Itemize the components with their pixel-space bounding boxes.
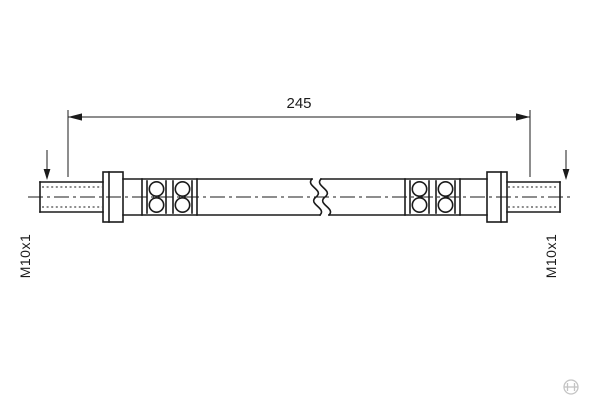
crimp-ring — [437, 197, 454, 214]
crimp-ring — [148, 197, 165, 214]
dimension-245: 245 — [67, 95, 531, 177]
dimension-arrow-left — [68, 113, 82, 121]
left-collar — [102, 171, 124, 223]
hose-break-symbol — [309, 177, 332, 217]
right-threaded-fitting — [506, 181, 561, 213]
thread-label-right: M10x1 — [543, 234, 559, 279]
crimp-ring — [437, 181, 454, 198]
crimp-ring — [174, 197, 191, 214]
crimp-ring — [174, 181, 191, 198]
pointer-arrow-right — [562, 150, 570, 180]
break-squiggle-left — [309, 177, 323, 217]
pointer-arrow-right-head — [562, 169, 570, 180]
thread-label-left: M10x1 — [17, 234, 33, 279]
right-collar — [486, 171, 508, 223]
circle-armature-icon — [563, 379, 579, 395]
left-crimp-sleeve — [141, 178, 198, 216]
pointer-arrow-left-head — [43, 169, 51, 180]
right-collar-body — [486, 171, 508, 223]
break-squiggle-right — [318, 177, 332, 217]
left-threaded-fitting — [39, 181, 104, 213]
crimp-ring — [411, 197, 428, 214]
dimension-label: 245 — [286, 95, 311, 112]
right-crimp-sleeve — [404, 178, 461, 216]
dimension-arrow-right — [516, 113, 530, 121]
left-collar-body — [102, 171, 124, 223]
crimp-ring — [411, 181, 428, 198]
crimp-ring — [148, 181, 165, 198]
pointer-arrow-left — [43, 150, 51, 180]
